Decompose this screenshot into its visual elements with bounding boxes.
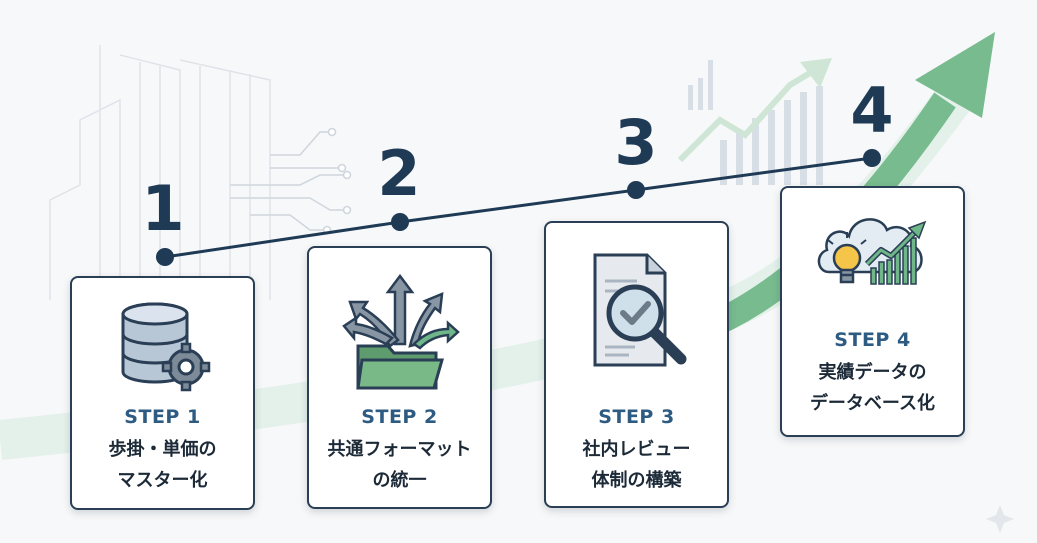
step-card-1: STEP 1 歩掛・単価の マスター化 [70,276,255,510]
timeline-dot-3 [627,181,645,199]
step-title-line-1: 共通フォーマット [327,439,472,460]
timeline-dot-1 [156,248,174,266]
step-title-line-2: 体制の構築 [591,470,682,491]
timeline-dot-4 [863,149,881,167]
step-title: 共通フォーマット の統一 [309,434,490,496]
step-title: 実績データの データベース化 [782,357,963,419]
document-magnifier-check-icon [593,253,686,367]
timeline-line [164,156,873,259]
step-card-4: STEP 4 実績データの データベース化 [780,186,965,437]
step-title-line-2: の統一 [372,470,427,491]
step-card-3: STEP 3 社内レビュー 体制の構築 [544,221,729,508]
step-label: STEP 2 [361,406,438,428]
step-card-2: STEP 2 共通フォーマット の統一 [307,246,492,509]
folder-arrows-icon [341,274,460,390]
step-number: 3 [614,106,658,179]
step-title-line-1: 社内レビュー [582,439,691,460]
cloud-bulb-growth-icon [817,218,926,285]
step-title-line-1: 歩掛・単価の [108,439,217,460]
step-number: 2 [377,137,421,210]
step-title: 社内レビュー 体制の構築 [546,434,727,496]
step-title-line-2: データベース化 [809,393,936,414]
database-gear-icon [121,302,210,392]
circuit-lines-decoration [230,131,345,231]
step-label: STEP 3 [598,406,675,428]
city-skyline-decoration [49,45,271,300]
step-number: 1 [141,172,185,245]
timeline-dots [156,149,881,266]
step-title-line-2: マスター化 [117,470,208,491]
step-number: 4 [850,74,894,147]
step-title: 歩掛・単価の マスター化 [72,434,253,496]
step-label: STEP 4 [834,329,911,351]
timeline-dot-2 [391,213,409,231]
step-title-line-1: 実績データの [818,362,927,383]
bar-chart-decoration [688,60,823,185]
step-label: STEP 1 [124,406,201,428]
